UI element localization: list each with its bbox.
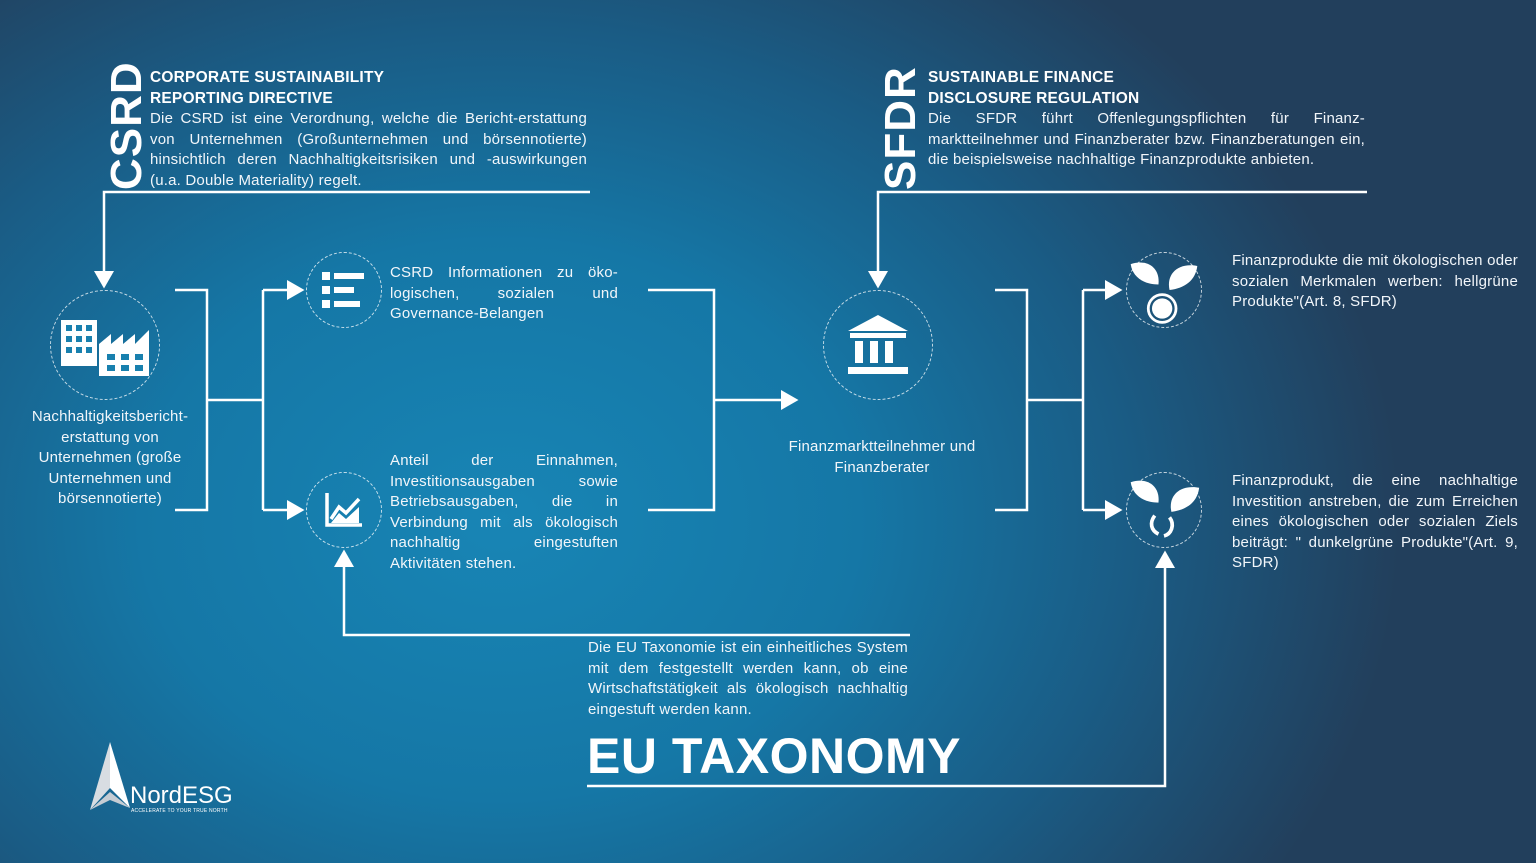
plant-recycle-icon (1126, 472, 1202, 548)
revenue-share-label: Anteil der Einnahmen, Investitionsausgab… (390, 452, 618, 572)
nordesg-logo: NordESG ACCELERATE TO YOUR TRUE NORTH (88, 742, 248, 817)
chart-icon (306, 472, 382, 548)
dark-green-label: Finanzprodukt, die eine nachhaltige Inve… (1232, 472, 1518, 571)
taxonomy-connector-right (587, 550, 1175, 788)
logo-tagline: ACCELERATE TO YOUR TRUE NORTH (131, 808, 228, 814)
logo-name: NordESG (130, 782, 233, 809)
bank-icon (823, 290, 933, 400)
taxonomy-connector-left (334, 549, 910, 637)
sfdr-title-line2: DISCLOSURE REGULATION (928, 89, 1140, 107)
csrd-description: Die CSRD ist eine Verordnung, welche die… (150, 110, 587, 189)
taxonomy-description: Die EU Taxonomie ist ein einheitliches S… (588, 639, 908, 718)
factory-icon (50, 290, 160, 400)
middle-bracket (648, 288, 716, 512)
plant-globe-icon (1126, 252, 1202, 328)
sfdr-acronym: SFDR (876, 66, 925, 190)
csrd-info-label: CSRD Informationen zu öko-logischen, soz… (390, 264, 618, 322)
companies-label: Nachhaltigkeitsbericht-erstattung von Un… (31, 408, 189, 507)
compass-arrow-icon (90, 742, 130, 810)
csrd-title: CORPORATE SUSTAINABILITY REPORTING DIREC… (150, 68, 384, 109)
financial-participants-label: Finanzmarktteilnehmer und Finanzberater (788, 438, 976, 476)
light-green-label: Finanzprodukte die mit ökologischen oder… (1232, 252, 1518, 310)
csrd-title-line1: CORPORATE SUSTAINABILITY (150, 69, 385, 86)
right-bracket (995, 288, 1029, 512)
sfdr-title-line1: SUSTAINABLE FINANCE (928, 69, 1115, 86)
taxonomy-title: EU TAXONOMY (587, 728, 962, 784)
sfdr-title: SUSTAINABLE FINANCE DISCLOSURE REGULATIO… (928, 68, 1139, 109)
csrd-title-line2: REPORTING DIRECTIVE (150, 89, 333, 107)
sfdr-description: Die SFDR führt Offenlegungspflichten für… (928, 110, 1365, 168)
csrd-acronym: CSRD (102, 61, 151, 190)
csrd-connector (94, 190, 590, 289)
sfdr-connector (868, 190, 1367, 289)
list-icon (306, 252, 382, 328)
